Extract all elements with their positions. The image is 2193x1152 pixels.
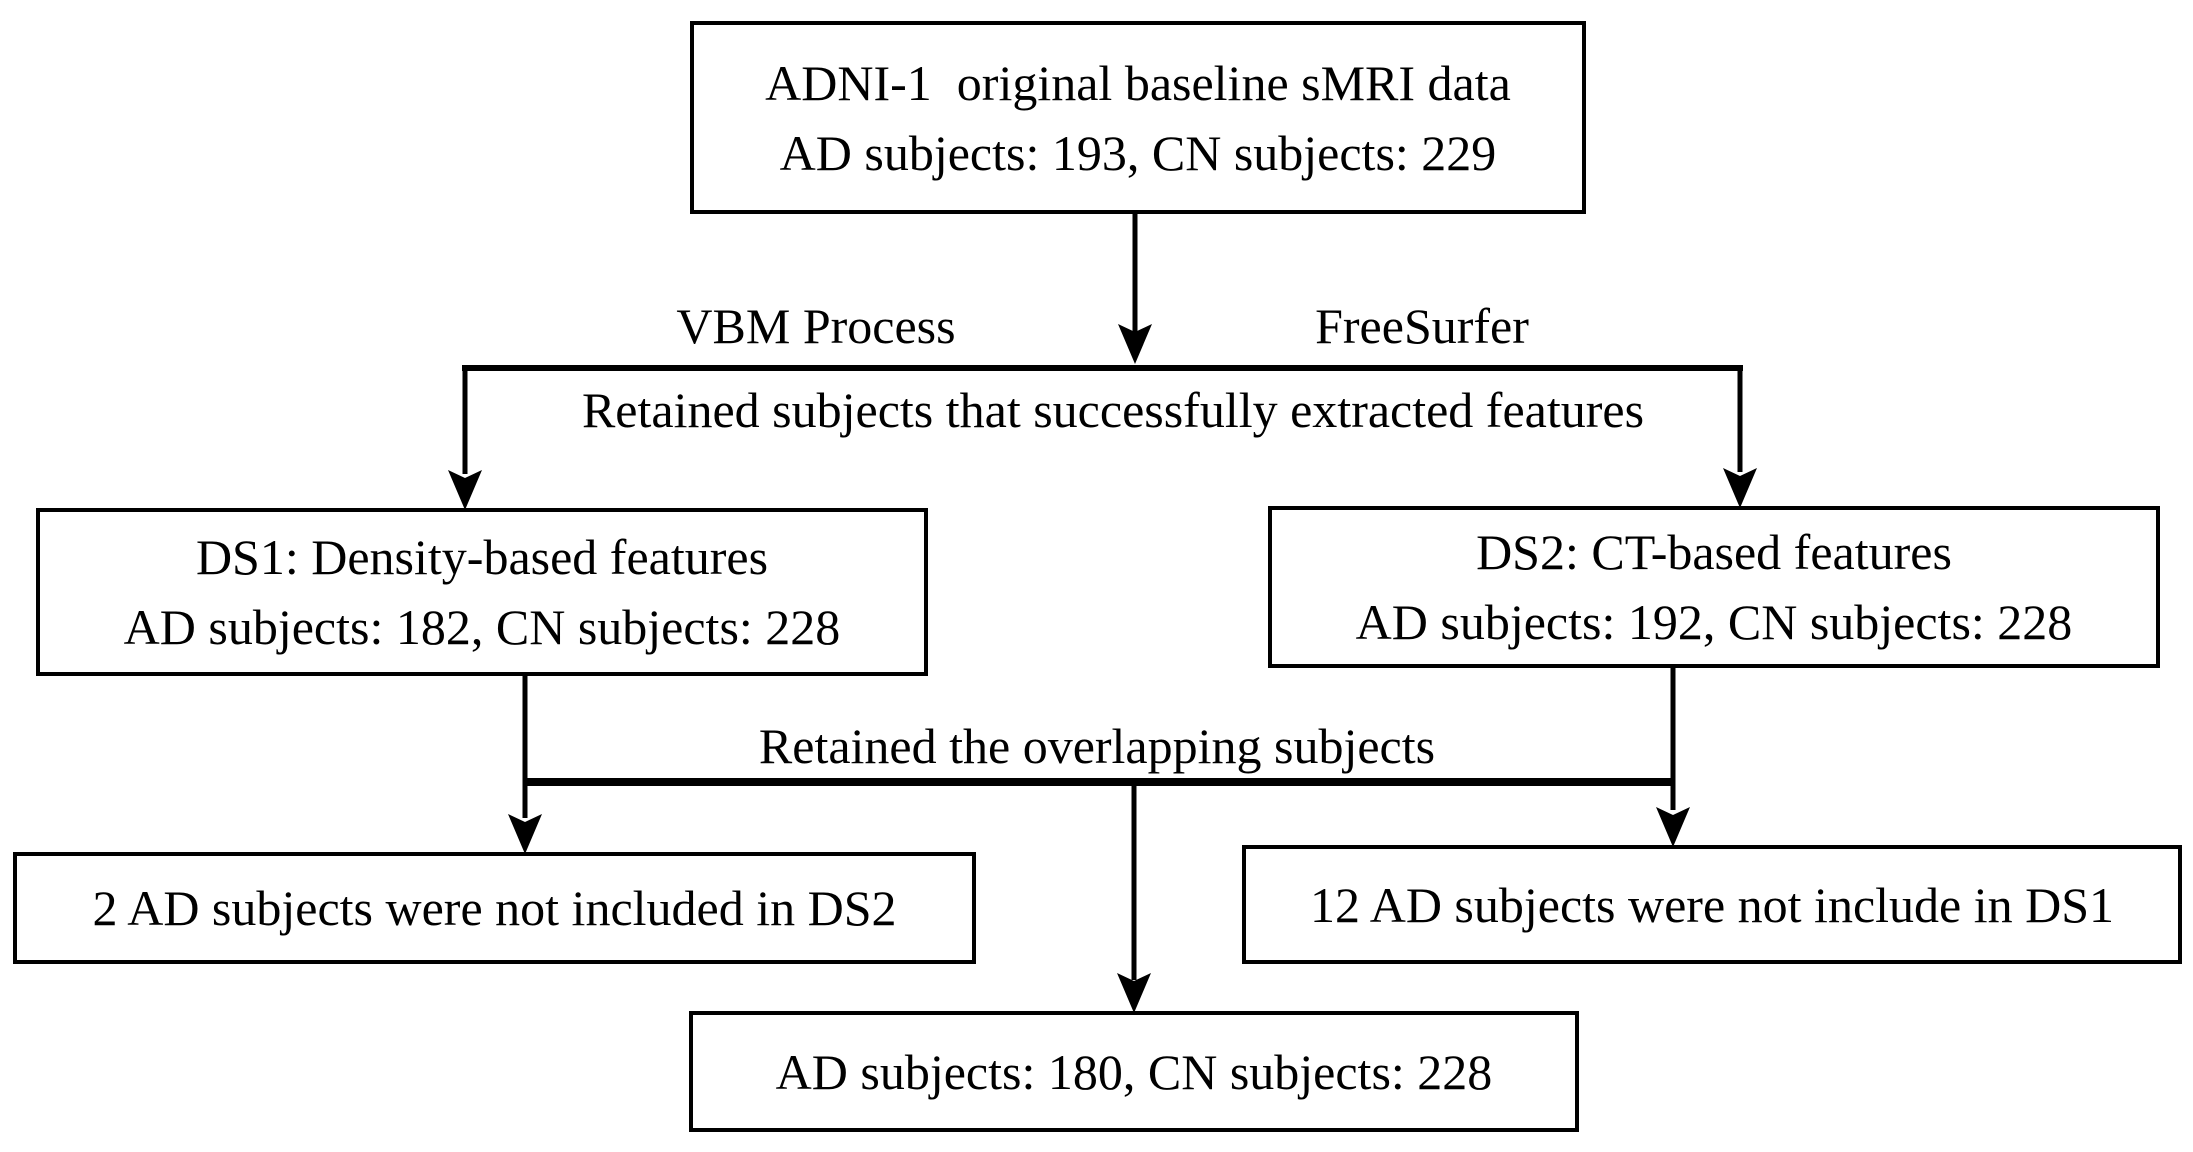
arrowhead-into-ds2 [1723,468,1757,508]
node-excluded-from-ds1-line1: 12 AD subjects were not include in DS1 [1309,876,2115,933]
label-freesurfer: FreeSurfer [1315,298,1529,354]
node-source-line2: AD subjects: 193, CN subjects: 229 [779,124,1497,181]
arrowhead-into-split [1118,324,1152,364]
arrowhead-into-final [1117,973,1151,1013]
node-excluded-from-ds2-line1: 2 AD subjects were not included in DS2 [92,880,897,936]
label-retained-features: Retained subjects that successfully extr… [581,382,1645,438]
arrowhead-into-ds1 [448,470,482,510]
node-excluded-from-ds2: 2 AD subjects were not included in DS2 [13,852,976,964]
node-final: AD subjects: 180, CN subjects: 228 [689,1011,1579,1132]
node-source-line1: ADNI-1 original baseline sMRI data [765,54,1511,111]
label-vbm-process: VBM Process [676,298,956,354]
node-source: ADNI-1 original baseline sMRI data AD su… [690,21,1586,214]
node-ds2-line1: DS2: CT-based features [1476,524,1952,580]
node-ds1-line2: AD subjects: 182, CN subjects: 228 [123,599,841,655]
label-retained-overlap: Retained the overlapping subjects [758,718,1436,774]
node-final-line1: AD subjects: 180, CN subjects: 228 [775,1043,1493,1100]
node-ds2: DS2: CT-based features AD subjects: 192,… [1268,506,2160,668]
arrowhead-into-excluded-from-ds1 [1656,807,1690,847]
node-ds2-line2: AD subjects: 192, CN subjects: 228 [1355,594,2073,650]
arrowhead-into-excluded-from-ds2 [508,814,542,854]
node-ds1: DS1: Density-based features AD subjects:… [36,508,928,676]
node-ds1-line1: DS1: Density-based features [195,529,769,585]
node-excluded-from-ds1: 12 AD subjects were not include in DS1 [1242,845,2182,964]
